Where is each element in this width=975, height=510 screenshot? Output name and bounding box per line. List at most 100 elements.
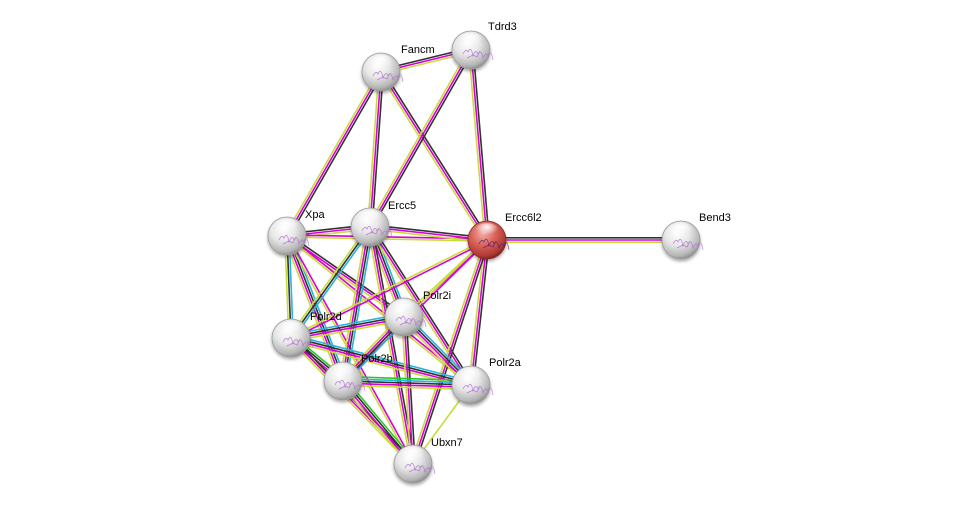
node-highlight xyxy=(459,368,483,384)
node-ercc6l2[interactable]: Ercc6l2 xyxy=(467,212,542,260)
node-highlight xyxy=(459,33,483,49)
node-label[interactable]: Polr2a xyxy=(489,357,522,369)
edge-ercc6l2-polr2d[interactable] xyxy=(290,238,488,340)
edge-line-yellow xyxy=(367,227,412,465)
protein-structure-icon xyxy=(278,234,310,247)
node-highlight xyxy=(358,210,382,226)
edge-line-black xyxy=(382,70,490,240)
node-label[interactable]: Fancm xyxy=(401,44,435,56)
node-highlight xyxy=(369,55,393,71)
node-bend3[interactable]: Bend3 xyxy=(661,212,731,260)
edge-line-black xyxy=(414,240,490,465)
edge-line-magenta xyxy=(470,49,488,241)
edge-line-magenta xyxy=(380,71,488,241)
edge-line-magenta xyxy=(291,240,488,340)
edge-line-magenta xyxy=(290,337,414,465)
node-highlight xyxy=(669,223,693,239)
node-highlight xyxy=(331,364,355,380)
edge-line-black xyxy=(472,240,490,386)
edge-line-magenta xyxy=(369,49,472,228)
edge-line-magenta xyxy=(369,226,414,465)
node-label[interactable]: Polr2d xyxy=(310,311,342,323)
protein-structure-icon xyxy=(672,238,704,251)
edge-line-black xyxy=(290,226,371,339)
node-label[interactable]: Ercc6l2 xyxy=(505,212,542,224)
node-label[interactable]: Polr2b xyxy=(361,353,393,365)
protein-structure-icon xyxy=(395,315,427,328)
edge-ercc5-polr2d[interactable] xyxy=(288,225,373,340)
node-label[interactable]: Ercc5 xyxy=(388,200,416,212)
node-tdrd3[interactable]: Tdrd3 xyxy=(451,21,517,70)
edge-line-magenta xyxy=(286,71,382,237)
edge-fancm-xpa[interactable] xyxy=(284,70,384,238)
edge-line-magenta xyxy=(403,316,414,465)
edge-line-yellow xyxy=(367,71,380,227)
node-label[interactable]: Ubxn7 xyxy=(431,437,463,449)
edge-line-cyan xyxy=(291,334,473,383)
protein-structure-icon xyxy=(282,336,314,349)
protein-structure-icon xyxy=(478,238,510,251)
node-ubxn7[interactable]: Ubxn7 xyxy=(393,437,463,484)
edge-line-black xyxy=(405,316,416,464)
edge-ercc6l2-polr2a[interactable] xyxy=(468,239,490,386)
edge-line-yellow xyxy=(286,236,487,242)
edge-line-green xyxy=(343,375,472,382)
edge-line-yellow xyxy=(367,48,470,227)
edge-line-yellow xyxy=(284,70,380,236)
node-label[interactable]: Xpa xyxy=(305,209,325,221)
protein-structure-icon xyxy=(372,70,404,83)
edge-line-yellow xyxy=(410,239,486,464)
protein-structure-icon xyxy=(334,379,366,392)
edge-line-black xyxy=(370,224,488,239)
edge-line-yellow xyxy=(468,50,486,241)
node-highlight xyxy=(392,300,416,316)
edge-line-magenta xyxy=(290,338,471,387)
node-xpa[interactable]: Xpa xyxy=(267,209,325,256)
edge-polr2i-ubxn7[interactable] xyxy=(401,316,416,465)
edge-line-cyan xyxy=(290,312,404,336)
protein-structure-icon xyxy=(361,225,393,238)
node-polr2d[interactable]: Polr2d xyxy=(271,311,342,358)
edge-line-yellow xyxy=(288,338,412,467)
node-label[interactable]: Bend3 xyxy=(699,212,731,224)
edge-line-yellow xyxy=(290,238,487,338)
edge-line-cyan xyxy=(343,378,472,384)
node-polr2a[interactable]: Polr2a xyxy=(451,357,522,405)
edge-line-black xyxy=(472,49,490,240)
edge-line-black xyxy=(342,380,472,386)
edge-line-yellow xyxy=(378,72,486,242)
node-label[interactable]: Polr2i xyxy=(423,290,451,302)
edge-ercc5-ercc6l2[interactable] xyxy=(369,224,488,243)
node-label[interactable]: Tdrd3 xyxy=(488,21,517,33)
edge-line-black xyxy=(371,50,474,229)
edge-line-yellow xyxy=(291,319,405,343)
edge-line-yellow xyxy=(288,225,369,338)
edge-tdrd3-ercc5[interactable] xyxy=(367,48,474,229)
edge-fancm-ercc6l2[interactable] xyxy=(378,70,490,242)
node-ercc5[interactable]: Ercc5 xyxy=(350,200,416,247)
edge-line-black xyxy=(291,336,472,385)
protein-structure-icon xyxy=(462,48,494,61)
edge-line-yellow xyxy=(401,317,412,465)
node-highlight xyxy=(401,447,425,463)
edge-line-black xyxy=(288,72,384,238)
edge-tdrd3-ercc6l2[interactable] xyxy=(468,49,490,241)
edge-line-magenta xyxy=(369,226,488,241)
edge-line-black xyxy=(287,235,345,381)
node-polr2b[interactable]: Polr2b xyxy=(323,353,393,401)
edge-line-cyan xyxy=(289,234,347,381)
edge-ercc6l2-bend3[interactable] xyxy=(487,237,681,243)
node-polr2i[interactable]: Polr2i xyxy=(384,290,451,337)
edge-ercc6l2-ubxn7[interactable] xyxy=(410,239,490,465)
node-highlight xyxy=(475,223,499,239)
node-highlight xyxy=(279,321,303,337)
edge-line-magenta xyxy=(470,239,488,386)
edge-fancm-ercc5[interactable] xyxy=(367,71,384,228)
edge-line-yellow xyxy=(285,236,471,387)
node-fancm[interactable]: Fancm xyxy=(361,44,435,92)
edge-line-magenta xyxy=(342,382,471,388)
edge-line-magenta xyxy=(412,239,488,465)
edge-line-cyan xyxy=(292,227,373,340)
